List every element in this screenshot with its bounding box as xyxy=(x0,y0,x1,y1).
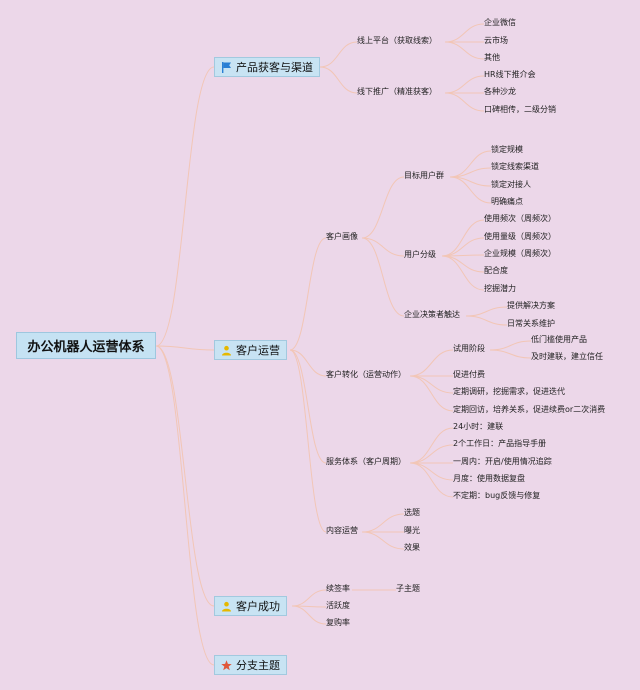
connector-line xyxy=(409,427,454,464)
list-item[interactable]: 曝光 xyxy=(404,526,420,535)
root-topic[interactable]: 办公机器人运营体系 xyxy=(16,332,156,359)
connector-line xyxy=(155,345,215,351)
list-item[interactable]: HR线下推介会 xyxy=(484,70,536,79)
branch-acquisition-label: 产品获客与渠道 xyxy=(236,61,313,74)
list-item[interactable]: 选题 xyxy=(404,508,420,517)
list-item[interactable]: 效果 xyxy=(404,543,420,552)
connector-line xyxy=(444,75,485,94)
connector-line xyxy=(319,66,358,94)
connector-line xyxy=(409,349,454,377)
connector-line xyxy=(409,462,454,498)
customer-portrait-topic[interactable]: 客户画像 xyxy=(326,232,358,241)
list-item[interactable]: 企业规模（周频次） xyxy=(484,249,556,258)
branch-customer-success[interactable]: 客户成功 xyxy=(214,596,287,616)
connector-line xyxy=(289,349,327,377)
list-item[interactable]: 各种沙龙 xyxy=(484,87,516,96)
list-item[interactable]: 定期调研，挖掘需求，促进迭代 xyxy=(453,387,565,396)
list-item[interactable]: 明确痛点 xyxy=(491,197,523,206)
connector-line xyxy=(319,41,358,68)
list-item[interactable]: 锁定规模 xyxy=(491,145,523,154)
connector-line xyxy=(155,345,215,607)
connector-line xyxy=(409,462,454,481)
connector-line xyxy=(361,237,405,257)
list-item[interactable]: 月度：使用数据复盘 xyxy=(453,474,525,483)
list-item[interactable]: 云市场 xyxy=(484,36,508,45)
connector-line xyxy=(449,150,492,178)
connector-line xyxy=(444,92,485,112)
connector-line xyxy=(441,255,485,291)
connector-line xyxy=(449,176,492,204)
list-item[interactable]: 促进付费 xyxy=(453,370,485,379)
connector-line xyxy=(361,176,405,239)
connector-line xyxy=(444,41,485,60)
branch-customer-ops-label: 客户运营 xyxy=(236,344,280,357)
connector-line xyxy=(409,444,454,464)
connector-line xyxy=(289,349,327,533)
people-icon xyxy=(221,345,232,356)
sub-topic-node[interactable]: 子主题 xyxy=(396,584,420,593)
service-system-topic[interactable]: 服务体系（客户周期） xyxy=(326,457,406,466)
root-topic-label: 办公机器人运营体系 xyxy=(27,340,145,355)
list-item[interactable]: 及时建联，建立信任 xyxy=(531,352,603,361)
list-item[interactable]: 一周内：开启/使用情况追踪 xyxy=(453,457,552,466)
list-item[interactable]: 24小时：建联 xyxy=(453,422,504,431)
connector-line xyxy=(361,513,405,533)
people-icon xyxy=(221,601,232,612)
list-item[interactable]: 其他 xyxy=(484,53,500,62)
connector-line xyxy=(465,306,508,317)
trial-stage-topic[interactable]: 试用阶段 xyxy=(453,344,485,353)
list-item[interactable]: 使用量级（周频次） xyxy=(484,232,556,241)
connector-line xyxy=(155,345,215,666)
connector-line xyxy=(289,237,327,351)
list-item[interactable]: 定期回访，培养关系，促进续费or二次消费 xyxy=(453,405,606,414)
content-ops-topic[interactable]: 内容运营 xyxy=(326,526,358,535)
online-platform-topic[interactable]: 线上平台（获取线索） xyxy=(357,36,437,45)
connector-line xyxy=(489,340,532,351)
list-item[interactable]: 2个工作日：产品指导手册 xyxy=(453,439,547,448)
connector-line xyxy=(441,255,485,273)
branch-subtopic-label: 分支主题 xyxy=(236,659,280,672)
decision-maker-topic[interactable]: 企业决策者触达 xyxy=(404,310,460,319)
connector-line xyxy=(361,237,405,317)
branch-customer-ops[interactable]: 客户运营 xyxy=(214,340,287,360)
conversion-topic[interactable]: 客户转化（运营动作） xyxy=(326,370,406,379)
connector-line xyxy=(409,375,454,394)
star-icon xyxy=(221,659,232,671)
connector-line xyxy=(291,589,327,607)
connector-line xyxy=(409,375,454,412)
target-users-topic[interactable]: 目标用户群 xyxy=(404,171,444,180)
branch-subtopic[interactable]: 分支主题 xyxy=(214,655,287,675)
branch-customer-success-label: 客户成功 xyxy=(236,600,280,613)
user-tier-topic[interactable]: 用户分级 xyxy=(404,250,436,259)
list-item[interactable]: 锁定对接人 xyxy=(491,180,531,189)
list-item[interactable]: 活跃度 xyxy=(326,601,350,610)
connector-line xyxy=(465,315,508,326)
connector-line xyxy=(489,349,532,359)
list-item[interactable]: 续签率 xyxy=(326,584,350,593)
connector-line xyxy=(441,219,485,257)
branch-acquisition[interactable]: 产品获客与渠道 xyxy=(214,57,320,77)
connector-line xyxy=(444,23,485,43)
connector-line xyxy=(289,349,327,464)
offline-promo-topic[interactable]: 线下推广（精准获客） xyxy=(357,87,437,96)
list-item[interactable]: 挖掘潜力 xyxy=(484,284,516,293)
list-item[interactable]: 配合度 xyxy=(484,266,508,275)
list-item[interactable]: 企业微信 xyxy=(484,18,516,27)
list-item[interactable]: 低门槛使用产品 xyxy=(531,335,587,344)
flag-icon xyxy=(221,61,232,73)
connector-line xyxy=(291,605,327,625)
list-item[interactable]: 复购率 xyxy=(326,618,350,627)
list-item[interactable]: 锁定线索渠道 xyxy=(491,162,539,171)
list-item[interactable]: 提供解决方案 xyxy=(507,301,555,310)
connector-line xyxy=(155,66,215,347)
connector-line xyxy=(361,531,405,550)
list-item[interactable]: 口碑相传，二级分销 xyxy=(484,105,556,114)
connector-line xyxy=(441,237,485,257)
list-item[interactable]: 日常关系维护 xyxy=(507,319,555,328)
list-item[interactable]: 不定期：bug反馈与修复 xyxy=(453,491,541,500)
list-item[interactable]: 使用频次（周频次） xyxy=(484,214,556,223)
